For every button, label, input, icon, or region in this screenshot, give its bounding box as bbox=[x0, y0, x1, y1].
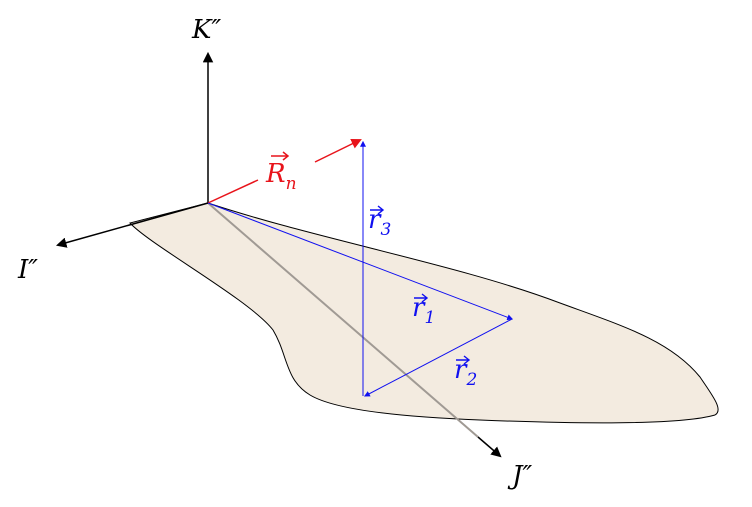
surface-planform bbox=[129, 202, 719, 424]
r1-vector-accent bbox=[414, 293, 429, 303]
r1-label: r1 bbox=[412, 293, 435, 328]
r2-vector bbox=[363, 318, 513, 397]
svg-text:r3: r3 bbox=[368, 205, 391, 240]
k-axis-label: K″ bbox=[191, 15, 221, 45]
j-axis-ray bbox=[207, 202, 479, 438]
r2-label: r2 bbox=[454, 355, 477, 390]
r1-vector bbox=[207, 202, 514, 321]
r-n-vector-upper bbox=[314, 138, 362, 163]
r3-label: r3 bbox=[368, 205, 391, 240]
j-axis-label: J″ bbox=[507, 461, 532, 491]
r3-vector-accent bbox=[370, 205, 385, 215]
i-axis bbox=[55, 202, 209, 248]
r2-vector-accent bbox=[456, 355, 471, 365]
svg-text:r1: r1 bbox=[412, 293, 435, 328]
svg-text:Rn: Rn bbox=[265, 159, 297, 194]
svg-text:r2: r2 bbox=[454, 355, 477, 390]
r-n-vector-lower bbox=[207, 179, 259, 204]
j-axis bbox=[477, 436, 502, 458]
r-n-vector-accent bbox=[271, 151, 290, 161]
i-axis-label: I″ bbox=[17, 255, 38, 285]
r-n-label: Rn bbox=[265, 151, 297, 194]
